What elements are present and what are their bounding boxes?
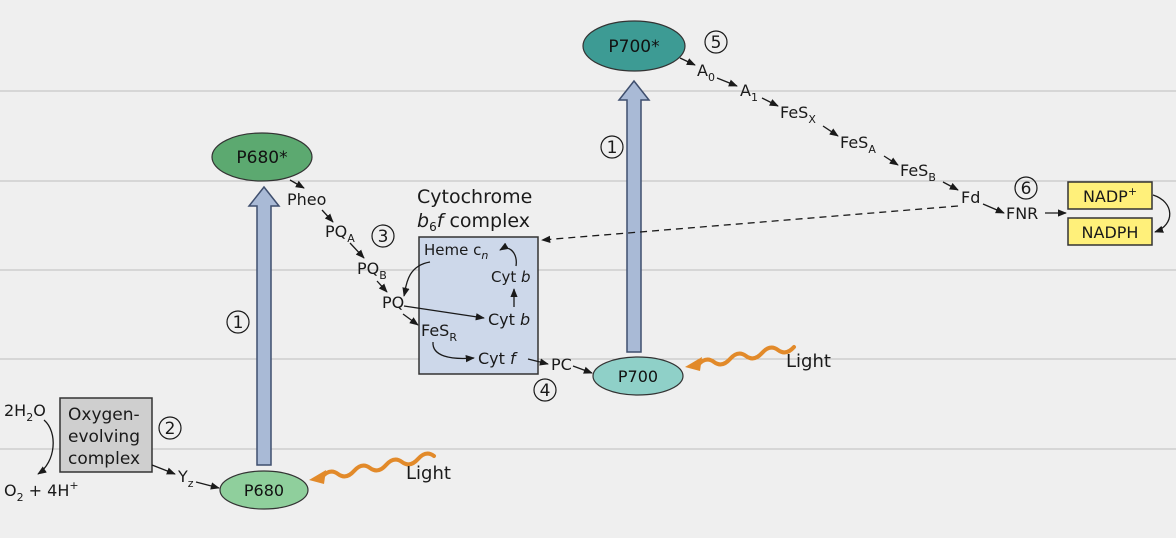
oec-label-line2: evolving bbox=[68, 427, 140, 447]
p680-star-ellipse bbox=[211, 132, 313, 182]
p680-star-label: P680* bbox=[236, 148, 287, 168]
arrow-a1-fesx bbox=[761, 97, 779, 107]
fesb-label: FeSB bbox=[900, 161, 936, 184]
pc-label: PC bbox=[551, 355, 572, 374]
nadph-box bbox=[1067, 217, 1153, 246]
heme-label: Heme cn bbox=[424, 241, 488, 262]
arrow-pq-cytb bbox=[403, 305, 485, 321]
fnr-label: FNR bbox=[1006, 204, 1038, 223]
step-number-4: 4 bbox=[540, 381, 551, 401]
cytochrome-title-line1: Cytochrome bbox=[417, 186, 532, 208]
o2-label: O2 + 4H+ bbox=[4, 479, 79, 504]
light-arrowhead-ps2 bbox=[309, 470, 326, 484]
arrow-pheo-pqa bbox=[321, 209, 334, 223]
arrow-pqa-pqb bbox=[349, 242, 365, 259]
p700-star-label: P700* bbox=[608, 37, 659, 57]
arrow-water-o2 bbox=[37, 419, 54, 475]
cyt-b-lower-label: Cyt b bbox=[488, 310, 530, 329]
water-label: 2H2O bbox=[4, 401, 46, 424]
arrow-fesr-cytf bbox=[432, 341, 475, 363]
step-circle bbox=[533, 378, 557, 402]
step-numbers: 1 1 2 3 4 5 6 bbox=[158, 30, 1038, 440]
arrow-pc-p700 bbox=[572, 365, 593, 374]
pheo-label: Pheo bbox=[287, 190, 326, 209]
arrow-cytf-pc bbox=[527, 358, 549, 366]
step-circle bbox=[226, 310, 250, 334]
oec-label-line1: Oxygen- bbox=[68, 405, 140, 425]
gridlines bbox=[0, 90, 1176, 450]
arrow-cytb-heme bbox=[499, 242, 517, 267]
step-circle bbox=[1014, 176, 1038, 200]
fesx-label: FeSX bbox=[780, 103, 816, 126]
excitation-arrow-ps2 bbox=[247, 185, 281, 466]
arrow-fesa-fesb bbox=[883, 155, 899, 166]
light-label-ps2: Light bbox=[406, 463, 451, 484]
a0-label: A0 bbox=[697, 61, 715, 84]
step-number-5: 5 bbox=[711, 33, 722, 53]
arrow-pqb-pq bbox=[376, 280, 388, 293]
a1-label: A1 bbox=[740, 81, 758, 104]
cyt-b-upper-label: Cyt b bbox=[491, 268, 531, 286]
step-number-6: 6 bbox=[1021, 179, 1032, 199]
step-circle bbox=[158, 416, 182, 440]
p680-label: P680 bbox=[244, 481, 284, 500]
step-number-3: 3 bbox=[378, 227, 389, 247]
fesa-label: FeSA bbox=[840, 133, 876, 156]
arrow-heme-pq bbox=[402, 261, 431, 297]
connector-arrows bbox=[37, 57, 1171, 490]
step-number-1-ps1: 1 bbox=[607, 138, 618, 158]
p700-star-ellipse bbox=[582, 20, 686, 72]
arrow-yz-p680 bbox=[195, 481, 220, 490]
yz-label: Yz bbox=[177, 467, 194, 490]
arrow-fd-fnr bbox=[982, 203, 1005, 214]
arrow-a0-a1 bbox=[716, 77, 738, 87]
cyt-f-label: Cyt f bbox=[478, 349, 518, 368]
pq-label: PQ bbox=[382, 293, 404, 312]
arrow-p680star-pheo bbox=[289, 179, 305, 189]
oxygen-evolving-complex-box bbox=[59, 397, 153, 473]
cytochrome-b6f-box bbox=[418, 236, 539, 375]
excitation-arrow-ps1 bbox=[617, 79, 651, 353]
step-number-2: 2 bbox=[165, 419, 176, 439]
p680-ellipse bbox=[219, 470, 309, 510]
nadp-label: NADP+ bbox=[1083, 185, 1137, 206]
pqb-label: PQB bbox=[357, 259, 387, 282]
p700-ellipse bbox=[592, 356, 684, 396]
fesr-label: FeSR bbox=[421, 321, 457, 344]
light-wave-ps2 bbox=[320, 451, 436, 479]
pqa-label: PQA bbox=[325, 222, 355, 245]
light-arrowhead-ps1 bbox=[685, 357, 702, 371]
step-number-1-ps2: 1 bbox=[233, 313, 244, 333]
cytochrome-title-line2: b6f complex bbox=[417, 210, 530, 234]
p700-label: P700 bbox=[618, 367, 658, 386]
fd-label: Fd bbox=[961, 188, 980, 207]
arrow-p700star-a0 bbox=[679, 57, 696, 66]
light-label-ps1: Light bbox=[786, 351, 831, 372]
step-circle bbox=[704, 30, 728, 54]
arrow-oec-yz bbox=[151, 464, 176, 475]
oec-label-line3: complex bbox=[68, 449, 140, 469]
nadp-box bbox=[1067, 181, 1153, 210]
arrow-cyclic-fd-cytochrome bbox=[541, 205, 959, 243]
arrow-nadp-nadph bbox=[1152, 194, 1171, 233]
nadph-label: NADPH bbox=[1082, 223, 1139, 242]
arrow-fesx-fesa bbox=[822, 125, 839, 137]
step-circle bbox=[371, 224, 395, 248]
step-circle bbox=[600, 135, 624, 159]
arrow-pq-fesr bbox=[402, 313, 419, 326]
light-wave-ps1 bbox=[696, 345, 796, 367]
arrow-fesb-fd bbox=[942, 181, 959, 191]
